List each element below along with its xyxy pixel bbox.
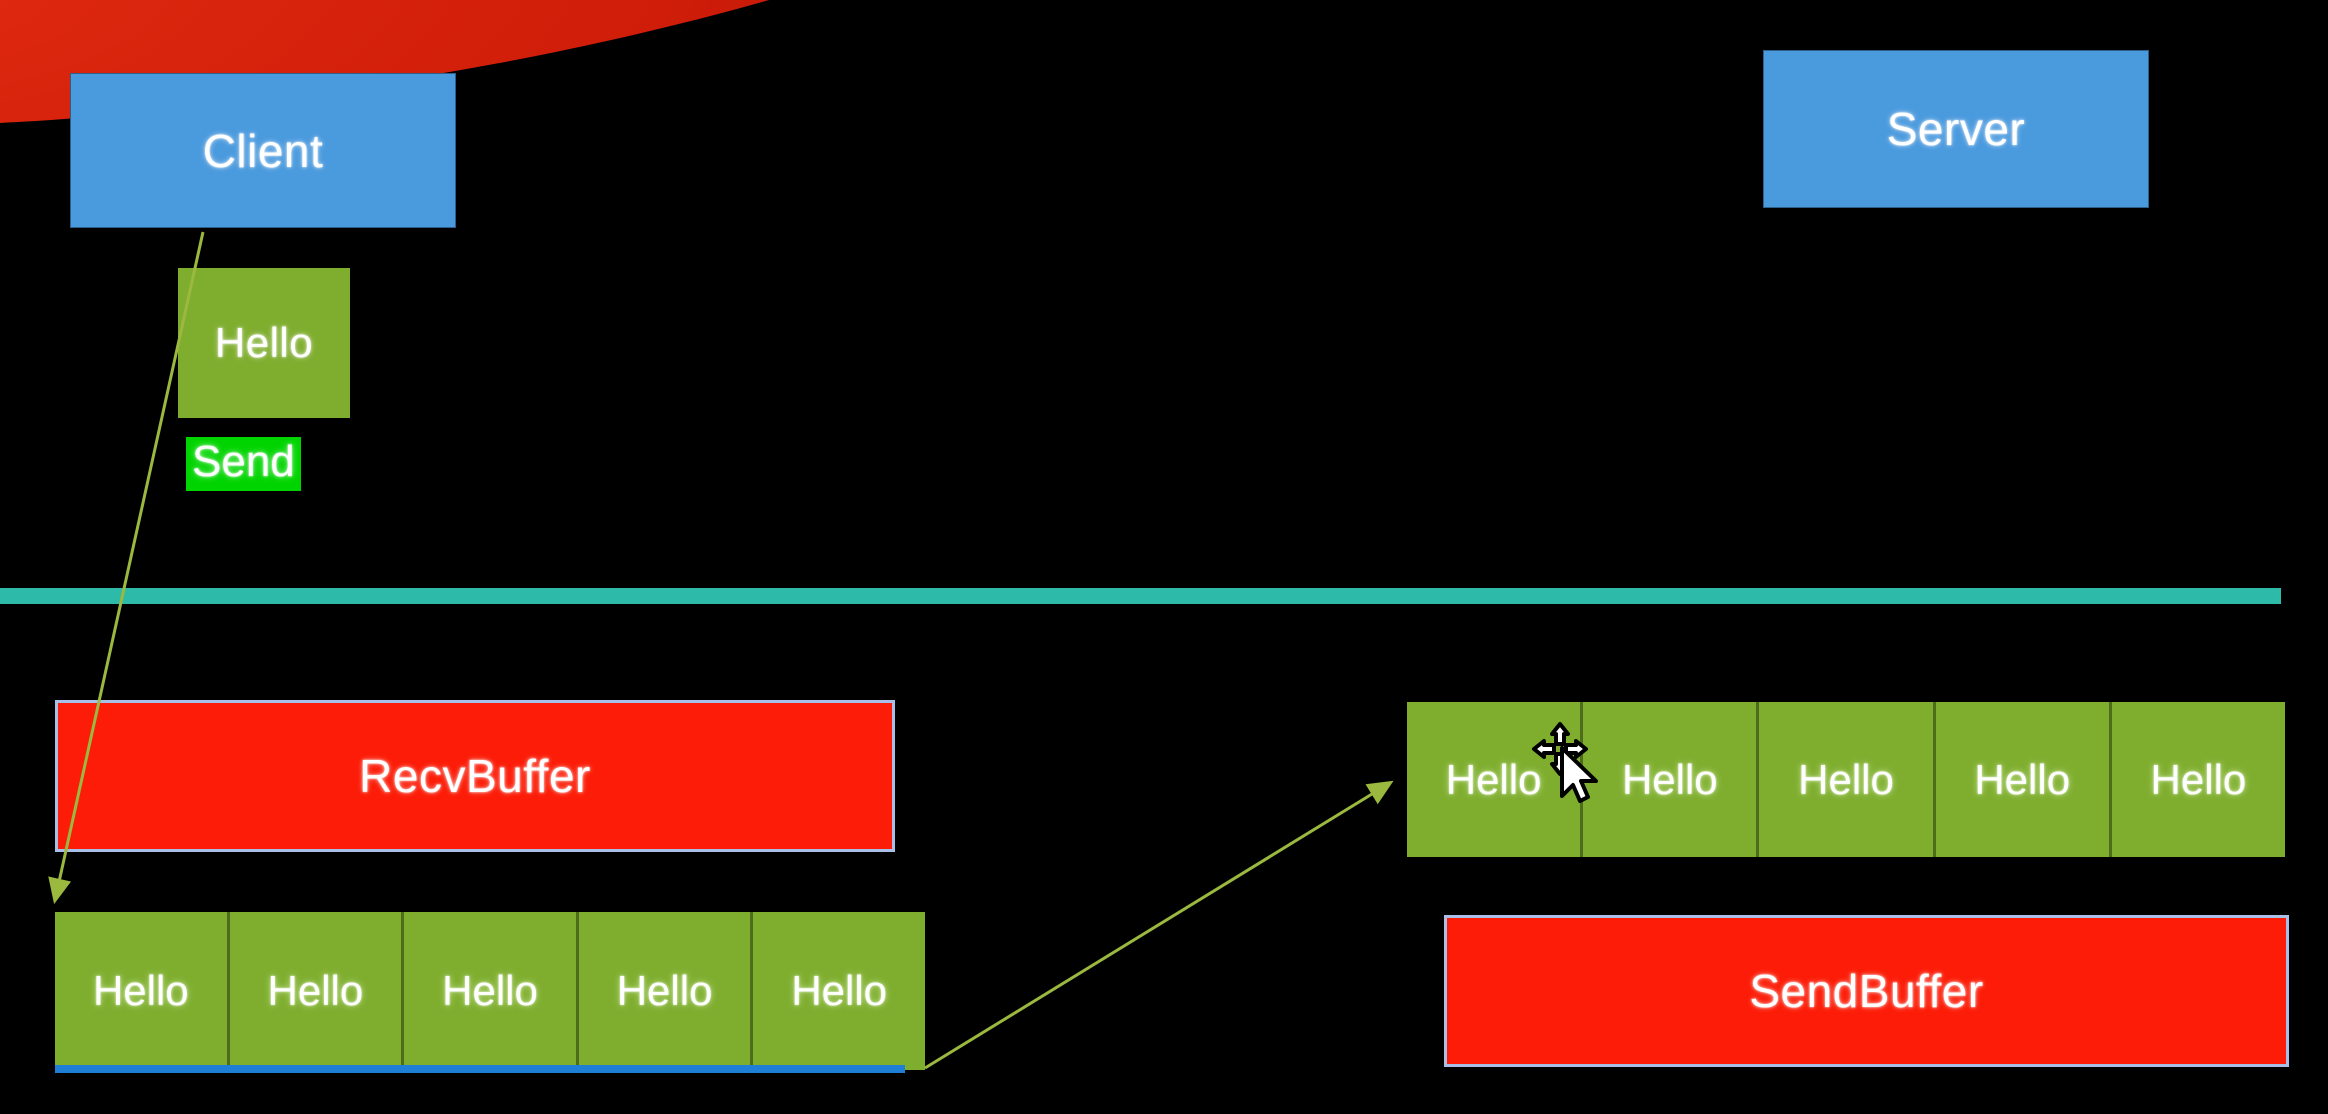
- client-packet-label: Hello: [214, 319, 314, 366]
- server-hello-segment-label: Hello: [1621, 755, 1718, 803]
- client-hello-segment-label: Hello: [791, 967, 888, 1014]
- client-hello-segment-label: Hello: [442, 967, 538, 1014]
- recv-buffer-node[interactable]: RecvBuffer: [55, 700, 895, 852]
- server-hello-segment-label: Hello: [1974, 755, 2071, 803]
- section-divider: [0, 588, 2281, 604]
- client-hello-segment-label: Hello: [616, 967, 713, 1014]
- client-hello-segment[interactable]: Hello: [404, 912, 579, 1070]
- send-action-text: Send: [192, 437, 295, 486]
- client-node[interactable]: Client: [70, 73, 456, 228]
- client-hello-segment-label: Hello: [92, 967, 189, 1014]
- send-action-label[interactable]: Send: [186, 437, 301, 492]
- server-hello-segment[interactable]: Hello: [2111, 702, 2286, 857]
- client-hello-queue[interactable]: Hello Hello Hello Hello Hello: [55, 912, 925, 1070]
- client-label: Client: [202, 124, 324, 177]
- recv-buffer-label: RecvBuffer: [359, 750, 591, 802]
- server-hello-segment[interactable]: Hello: [1759, 702, 1936, 857]
- server-hello-segment[interactable]: Hello: [1583, 702, 1760, 857]
- send-buffer-node[interactable]: SendBuffer: [1444, 915, 2289, 1067]
- server-label: Server: [1886, 103, 2026, 155]
- arrow-queue-to-server-queue: [924, 780, 1394, 1070]
- client-hello-segment[interactable]: Hello: [55, 912, 230, 1070]
- client-hello-segment[interactable]: Hello: [753, 912, 925, 1070]
- server-hello-segment-label: Hello: [1798, 755, 1894, 803]
- client-hello-segment[interactable]: Hello: [578, 912, 754, 1070]
- send-buffer-label: SendBuffer: [1749, 965, 1984, 1017]
- server-hello-segment[interactable]: Hello: [1935, 702, 2112, 857]
- client-hello-segment-label: Hello: [267, 967, 364, 1014]
- client-packet-node[interactable]: Hello: [178, 268, 350, 418]
- server-hello-segment-label: Hello: [2150, 755, 2247, 803]
- server-hello-segment[interactable]: Hello: [1407, 702, 1584, 857]
- server-hello-queue[interactable]: Hello Hello Hello Hello Hello: [1407, 702, 2286, 857]
- client-hello-segment[interactable]: Hello: [229, 912, 405, 1070]
- server-node[interactable]: Server: [1763, 50, 2149, 208]
- server-hello-segment-label: Hello: [1445, 755, 1542, 803]
- client-queue-underline: [55, 1065, 905, 1073]
